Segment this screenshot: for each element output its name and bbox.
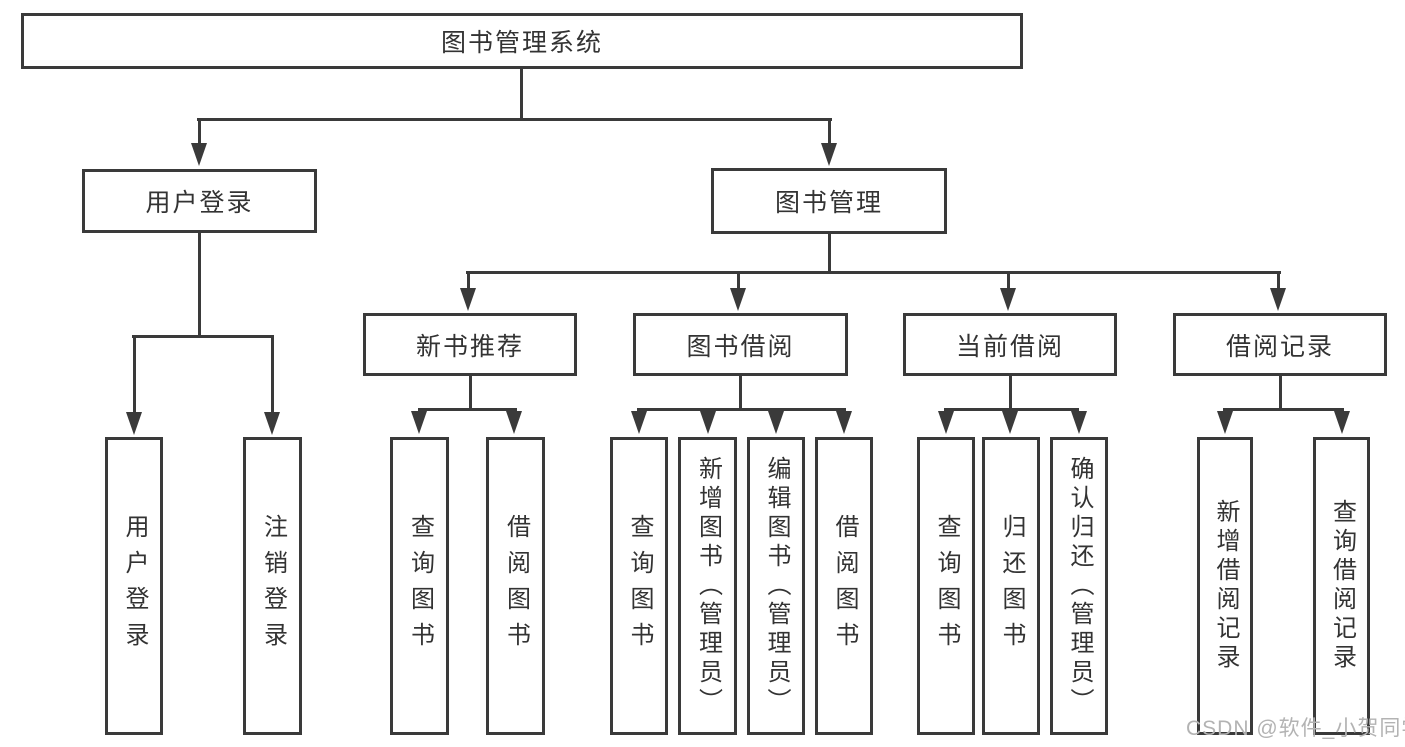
arrow-down-icon xyxy=(700,411,716,434)
connector-vline xyxy=(467,271,470,290)
node-user-login: 用户登录 xyxy=(82,169,317,233)
arrow-down-icon xyxy=(506,411,522,434)
arrow-down-icon xyxy=(126,412,142,435)
connector-vline xyxy=(133,335,136,413)
node-label: 新增图书（管理员） xyxy=(694,455,722,717)
node-logout: 注销登录 xyxy=(243,437,302,735)
node-label: 查询图书 xyxy=(626,514,653,658)
node-query-books-recommend: 查询图书 xyxy=(390,437,449,735)
node-library-management-system: 图书管理系统 xyxy=(21,13,1023,69)
node-label: 图书借阅 xyxy=(686,332,795,361)
connector-hline xyxy=(466,271,1281,274)
arrow-down-icon xyxy=(938,411,954,434)
node-current-borrow: 当前借阅 xyxy=(903,313,1117,376)
connector-vline xyxy=(198,118,201,146)
connector-vline xyxy=(828,118,831,146)
node-book-management: 图书管理 xyxy=(711,168,947,234)
connector-vline xyxy=(828,234,831,271)
node-confirm-return-admin: 确认归还（管理员） xyxy=(1050,437,1108,735)
node-label: 图书管理 xyxy=(774,189,883,217)
arrow-down-icon xyxy=(821,143,837,166)
connector-hline xyxy=(637,408,846,411)
arrow-down-icon xyxy=(191,143,207,166)
connector-vline xyxy=(739,376,742,408)
arrow-down-icon xyxy=(1217,411,1233,434)
node-label: 新增借阅记录 xyxy=(1212,499,1239,673)
connector-hline xyxy=(1223,408,1344,411)
connector-vline xyxy=(737,271,740,290)
arrow-down-icon xyxy=(264,412,280,435)
node-borrow-books: 借阅图书 xyxy=(815,437,873,735)
node-label: 当前借阅 xyxy=(955,332,1064,361)
node-query-books-borrow: 查询图书 xyxy=(610,437,668,735)
connector-hline xyxy=(197,118,832,121)
arrow-down-icon xyxy=(631,411,647,434)
node-label: 注销登录 xyxy=(259,514,287,658)
node-label: 查询借阅记录 xyxy=(1328,499,1356,673)
arrow-down-icon xyxy=(1000,288,1016,311)
node-label: 借阅图书 xyxy=(831,514,858,658)
arrow-down-icon xyxy=(411,411,427,434)
node-label: 图书管理系统 xyxy=(440,29,603,57)
node-label: 确认归还（管理员） xyxy=(1066,455,1093,717)
node-query-books-current: 查询图书 xyxy=(917,437,975,735)
node-user-login-leaf: 用户登录 xyxy=(105,437,163,735)
node-book-borrow: 图书借阅 xyxy=(633,313,848,376)
node-add-books-admin: 新增图书（管理员） xyxy=(678,437,737,735)
node-label: 用户登录 xyxy=(121,514,148,658)
node-label: 借阅图书 xyxy=(502,514,530,658)
node-label: 借阅记录 xyxy=(1225,332,1334,361)
connector-vline xyxy=(198,233,201,335)
node-new-book-recommend: 新书推荐 xyxy=(363,313,577,376)
csdn-watermark: CSDN @软件_小贺同学 xyxy=(1186,717,1405,740)
node-return-books: 归还图书 xyxy=(982,437,1040,735)
connector-vline xyxy=(520,69,523,118)
arrow-down-icon xyxy=(1071,411,1087,434)
connector-vline xyxy=(1007,271,1010,290)
node-label: 归还图书 xyxy=(998,514,1025,658)
arrow-down-icon xyxy=(1002,411,1018,434)
node-label: 查询图书 xyxy=(933,514,960,658)
connector-vline xyxy=(1279,376,1282,408)
node-label: 查询图书 xyxy=(406,514,434,658)
node-label: 用户登录 xyxy=(145,189,254,217)
node-borrow-records: 借阅记录 xyxy=(1173,313,1387,376)
node-label: 编辑图书（管理员） xyxy=(763,455,790,717)
connector-hline xyxy=(418,408,517,411)
arrow-down-icon xyxy=(836,411,852,434)
connector-hline xyxy=(944,408,1079,411)
arrow-down-icon xyxy=(1270,288,1286,311)
connector-vline xyxy=(1277,271,1280,290)
arrow-down-icon xyxy=(768,411,784,434)
node-label: 新书推荐 xyxy=(415,332,524,361)
connector-vline xyxy=(271,335,274,413)
connector-vline xyxy=(1009,376,1012,408)
node-query-borrow-record: 查询借阅记录 xyxy=(1313,437,1370,735)
node-edit-books-admin: 编辑图书（管理员） xyxy=(747,437,805,735)
connector-vline xyxy=(469,376,472,408)
arrow-down-icon xyxy=(730,288,746,311)
node-add-borrow-record: 新增借阅记录 xyxy=(1197,437,1253,735)
arrow-down-icon xyxy=(1334,411,1350,434)
node-borrow-books-recommend: 借阅图书 xyxy=(486,437,545,735)
arrow-down-icon xyxy=(460,288,476,311)
connector-hline xyxy=(132,335,274,338)
